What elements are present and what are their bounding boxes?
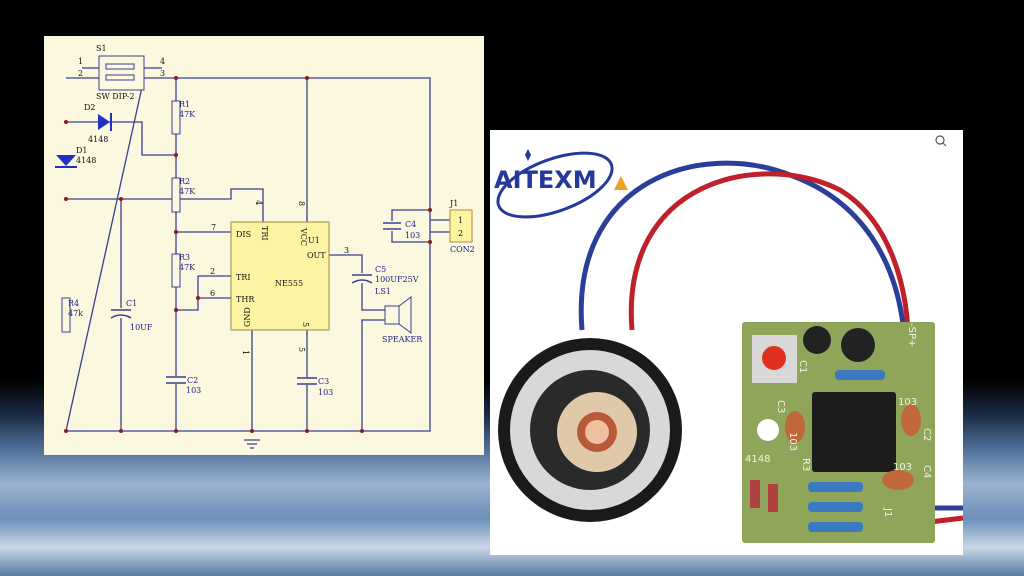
pin-out: OUT	[307, 251, 326, 260]
pin-number: 8	[297, 201, 306, 206]
d2-ref: D2	[84, 103, 96, 112]
u1-part: NE555	[275, 279, 303, 288]
pin-number: 1	[241, 350, 250, 355]
pin-label: 1	[458, 216, 463, 225]
pin-dis: DIS	[236, 230, 251, 239]
red-wire	[628, 171, 911, 351]
r2-ref: R2	[179, 177, 190, 186]
pcb-label-c3: C3	[775, 400, 786, 413]
speaker-ls1: LS1 SPEAKER	[375, 287, 423, 344]
j1-value: CON2	[450, 245, 475, 254]
pin-label: 1	[78, 57, 83, 66]
s1-ref: S1	[96, 44, 107, 53]
pin-number: 7	[211, 223, 216, 232]
logo-text: AITEXM	[494, 166, 597, 194]
pin-thr: THR	[236, 295, 255, 304]
pcb-board: -SP+ C1 C3 103 R3 103 C2 103 C4 J1 4148	[742, 322, 935, 543]
c2-ref: C2	[187, 376, 198, 385]
s1-part: SW DIP-2	[96, 92, 135, 101]
pin-number: 2	[210, 267, 215, 276]
diode-d1: D1 4148	[55, 146, 96, 168]
switch-s1: S1 SW DIP-2 1 2 4 3	[78, 44, 165, 101]
r1-value: 47K	[179, 110, 196, 119]
capacitors	[110, 221, 401, 385]
pcb-label-103: 103	[898, 397, 917, 408]
c5-ref: C5	[375, 265, 386, 274]
pin-label: 2	[458, 229, 463, 238]
pcb-label-r3: R3	[800, 458, 811, 471]
r4-ref: R4	[68, 299, 79, 308]
pcb-label-103: 103	[787, 432, 798, 451]
ic-chip	[812, 392, 896, 472]
pcb-label-c4: C4	[921, 465, 932, 478]
junctions	[64, 76, 432, 433]
r2-value: 47K	[179, 187, 196, 196]
pin-label: 4	[160, 57, 165, 66]
aitexm-logo: AITEXM	[494, 149, 628, 219]
pcb-label-c1: C1	[797, 360, 808, 373]
u1-ref: U1	[308, 236, 320, 245]
resistors	[61, 100, 181, 333]
pin-vcc: VCC	[299, 227, 308, 246]
pin-label: 3	[160, 69, 165, 78]
pcb-label-103: 103	[893, 462, 912, 473]
ic-u1-ne555: DIS TRI VCC U1 OUT TRI NE555 THR GND 5 4…	[210, 200, 349, 355]
pcb-label-c2: C2	[921, 428, 932, 441]
pcb-label-4148: 4148	[745, 454, 770, 465]
pin-number: 5	[297, 347, 306, 352]
c4-ref: C4	[405, 220, 416, 229]
c2-value: 103	[186, 386, 201, 395]
c4-value: 103	[405, 231, 420, 240]
pin-cv: 5	[301, 322, 310, 327]
c1-ref: C1	[126, 299, 137, 308]
r1-ref: R1	[179, 100, 190, 109]
zoom-lens-icon[interactable]	[935, 135, 947, 147]
ls1-ref: LS1	[375, 287, 391, 296]
j1-ref: J1	[449, 199, 458, 208]
pin-tri-top: TRI	[260, 226, 269, 241]
r3-value: 47K	[179, 263, 196, 272]
pcb-label-sp: -SP+	[906, 323, 917, 347]
d2-value: 4148	[88, 135, 108, 144]
pin-number: 3	[344, 246, 349, 255]
push-button	[762, 346, 786, 370]
pin-gnd: GND	[243, 307, 252, 327]
c5-value: 100UF25V	[375, 275, 419, 284]
connector-j1: J1 1 2 CON2	[449, 199, 475, 254]
pin-number: 4	[254, 200, 263, 205]
pin-tri: TRI	[236, 273, 251, 282]
d1-value: 4148	[76, 156, 96, 165]
c3-ref: C3	[318, 377, 329, 386]
speaker	[498, 338, 682, 522]
pcb-label-j1: J1	[882, 507, 893, 517]
blue-wire	[578, 160, 908, 346]
pin-number: 6	[210, 289, 215, 298]
r3-ref: R3	[179, 253, 190, 262]
r4-value: 47k	[68, 309, 83, 318]
d1-ref: D1	[76, 146, 88, 155]
ls1-value: SPEAKER	[382, 335, 423, 344]
c3-value: 103	[318, 388, 333, 397]
pin-label: 2	[78, 69, 83, 78]
c1-value: 10UF	[130, 323, 153, 332]
diode-d2: D2 4148	[84, 103, 112, 144]
